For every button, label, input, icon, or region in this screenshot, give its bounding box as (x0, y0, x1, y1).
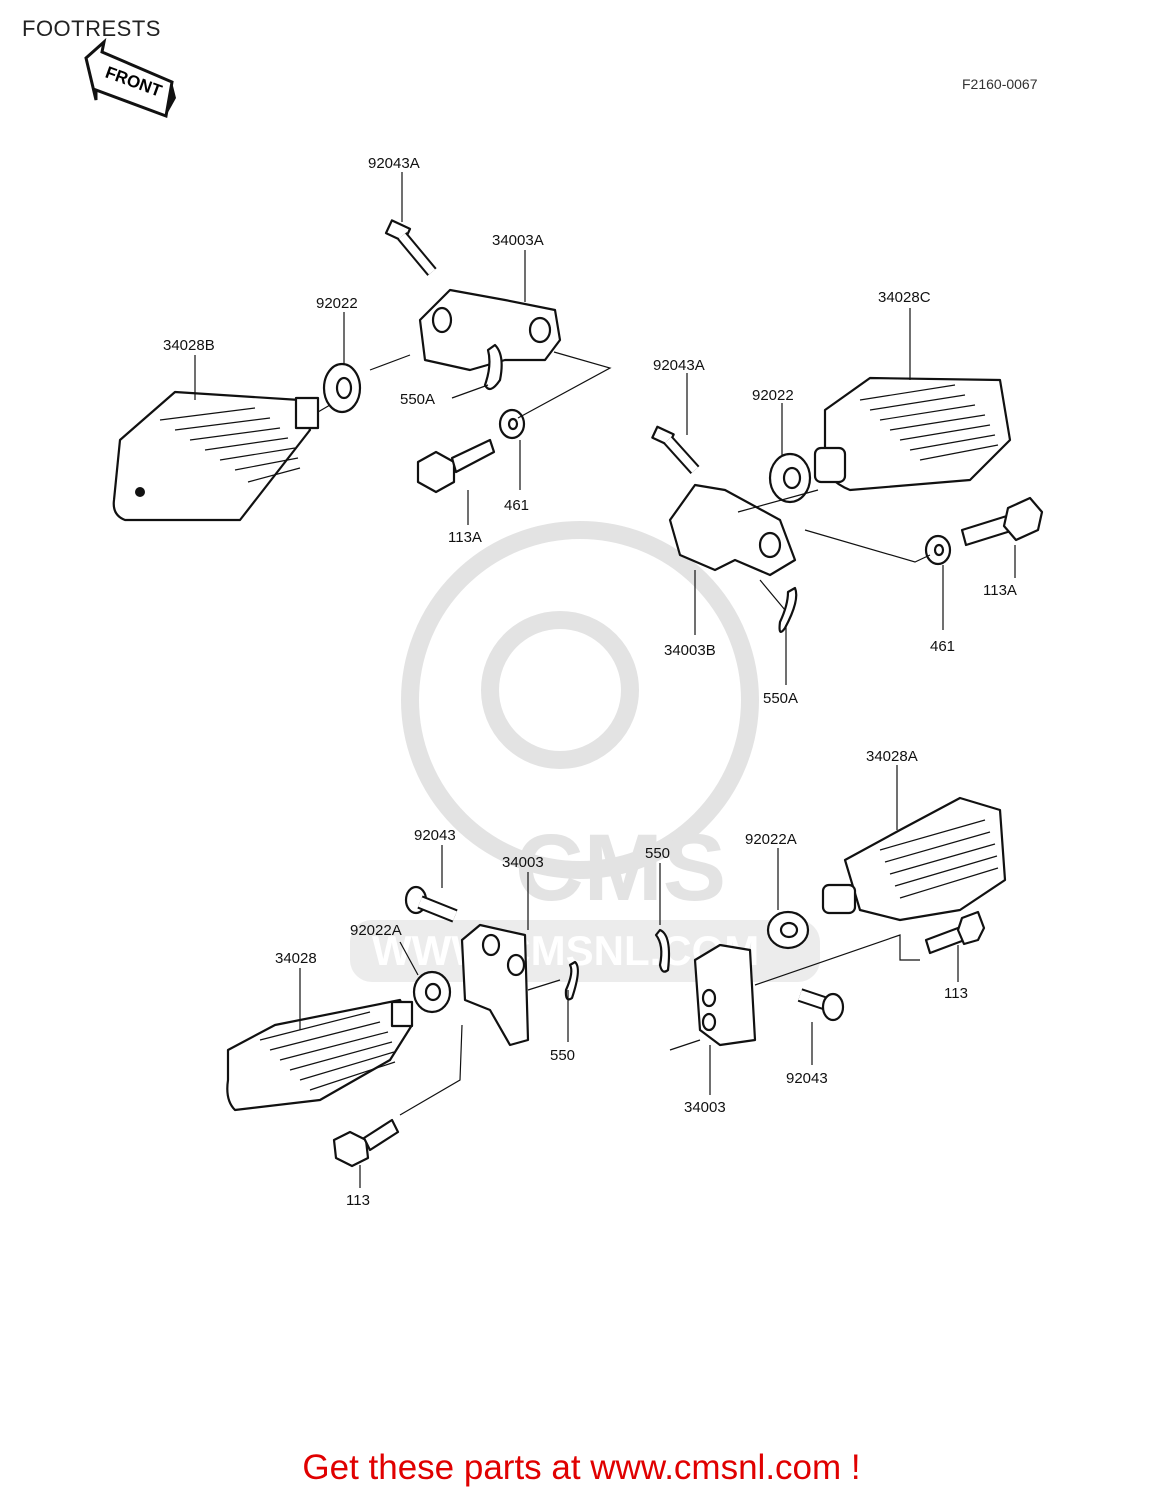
washer-92022A-right (766, 910, 810, 950)
bolt-113A-right (960, 496, 1044, 547)
callout-34028B: 34028B (163, 337, 215, 354)
callout-labels: 92043A 34003A 92022 34028B 550A 461 113A… (163, 155, 1017, 1209)
washer-92022A-left (412, 970, 452, 1014)
pin-92043A-top (384, 219, 437, 276)
page-title: FOOTRESTS (22, 16, 161, 41)
leader-lines-bottom-right (669, 934, 920, 1051)
pin-92043A-right (651, 425, 700, 475)
callout-92022A-right: 92022A (745, 831, 797, 848)
callout-34003-right: 34003 (684, 1099, 726, 1116)
callout-550-left: 550 (550, 1047, 575, 1064)
callout-34003-left: 34003 (502, 854, 544, 871)
bolt-113-left (332, 1118, 400, 1168)
cotter-pin-550-left (564, 960, 579, 1001)
bolt-113-right (924, 910, 986, 955)
washer-461-right (924, 534, 952, 566)
washer-92022 (322, 362, 362, 414)
footrest-rubber-34028B (112, 390, 320, 522)
bracket-34003A (418, 288, 562, 372)
watermark-mascot-face (481, 611, 639, 769)
cotter-pin-550-right (654, 928, 671, 973)
pin-92043-left (404, 885, 458, 923)
watermark: CMS WWW.CMSNL.COM (350, 521, 820, 982)
leader-lines-top-right (737, 489, 931, 611)
bracket-34003B (668, 483, 797, 577)
callout-461-top: 461 (504, 497, 529, 514)
callout-550A-top: 550A (400, 391, 435, 408)
callout-92022-right: 92022 (752, 387, 794, 404)
callout-92043A-top: 92043A (368, 155, 420, 172)
callout-92043-left: 92043 (414, 827, 456, 844)
bolt-113A-top (416, 438, 496, 494)
callout-550-right: 550 (645, 845, 670, 862)
callout-113A-top: 113A (448, 529, 482, 546)
callout-113-right: 113 (944, 985, 968, 1002)
callout-92022-left: 92022 (316, 295, 358, 312)
front-arrow-icon: FRONT (84, 37, 176, 119)
footer-cta-link[interactable]: Get these parts at www.cmsnl.com ! (302, 1448, 861, 1487)
callout-113A-right: 113A (983, 582, 1017, 599)
cotter-pin-550A-right (778, 586, 798, 633)
callout-92043A-right: 92043A (653, 357, 705, 374)
leader-lines-top-left (317, 351, 612, 419)
callout-92022A-left: 92022A (350, 922, 402, 939)
exploded-parts-diagram: CMS WWW.CMSNL.COM FRONT (84, 37, 1044, 1209)
footrest-rubber-34028 (226, 998, 414, 1112)
callout-550A-right: 550A (763, 690, 798, 707)
callout-34028: 34028 (275, 950, 317, 967)
pin-92043-right (797, 988, 845, 1022)
washer-92022-right (768, 452, 812, 504)
callout-113-left: 113 (346, 1192, 370, 1209)
washer-461-top (498, 408, 526, 440)
callout-34028A: 34028A (866, 748, 918, 765)
footrest-rubber-34028A (821, 796, 1007, 922)
callout-92043-right: 92043 (786, 1070, 828, 1087)
cotter-pin-550A-top (483, 343, 503, 391)
callout-461-right: 461 (930, 638, 955, 655)
drawing-code: F2160-0067 (962, 76, 1038, 92)
bracket-34003-right (693, 943, 757, 1047)
callout-34003B: 34003B (664, 642, 716, 659)
leader-lines-bottom-left (399, 979, 561, 1116)
callout-34028C: 34028C (878, 289, 931, 306)
bracket-34003-left (460, 923, 530, 1047)
footrest-rubber-34028C (813, 376, 1012, 492)
watermark-mascot-outline (401, 521, 759, 879)
watermark-logo: CMS (515, 815, 726, 921)
callout-leaders (194, 172, 1016, 1188)
callout-34003A: 34003A (492, 232, 544, 249)
